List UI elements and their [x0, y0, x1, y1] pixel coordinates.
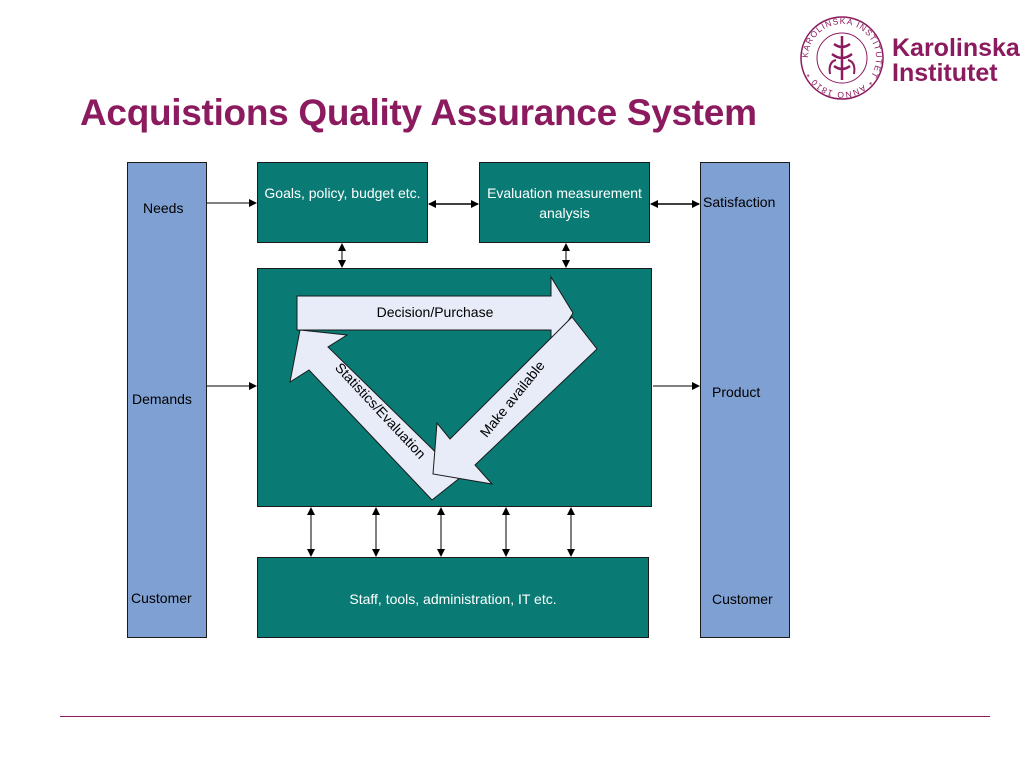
evaluation-measurement-box: Evaluation measurement analysis — [479, 162, 650, 243]
left-customer-label: Customer — [131, 590, 192, 606]
logo-wordmark: Karolinska Institutet — [892, 36, 1020, 86]
logo-name-line1: Karolinska — [892, 34, 1020, 62]
needs-label: Needs — [143, 200, 184, 216]
footer-divider — [60, 716, 990, 717]
logo-name-line2: Institutet — [892, 59, 998, 87]
satisfaction-label: Satisfaction — [703, 194, 776, 210]
customer-needs-column — [127, 162, 207, 638]
right-customer-label: Customer — [712, 591, 773, 607]
product-label: Product — [712, 384, 761, 400]
seal-icon: KAROLINSKA INSTITUTET * ANNO 1810 * — [800, 16, 884, 100]
acquisition-process-box — [257, 268, 652, 507]
staff-tools-box: Staff, tools, administration, IT etc. — [257, 557, 649, 638]
karolinska-logo: KAROLINSKA INSTITUTET * ANNO 1810 * Karo… — [798, 14, 1020, 102]
demands-label: Demands — [132, 391, 192, 407]
customer-satisfaction-column — [700, 162, 790, 638]
page-title: Acquistions Quality Assurance System — [80, 92, 757, 133]
goals-policy-budget-box: Goals, policy, budget etc. — [257, 162, 428, 243]
